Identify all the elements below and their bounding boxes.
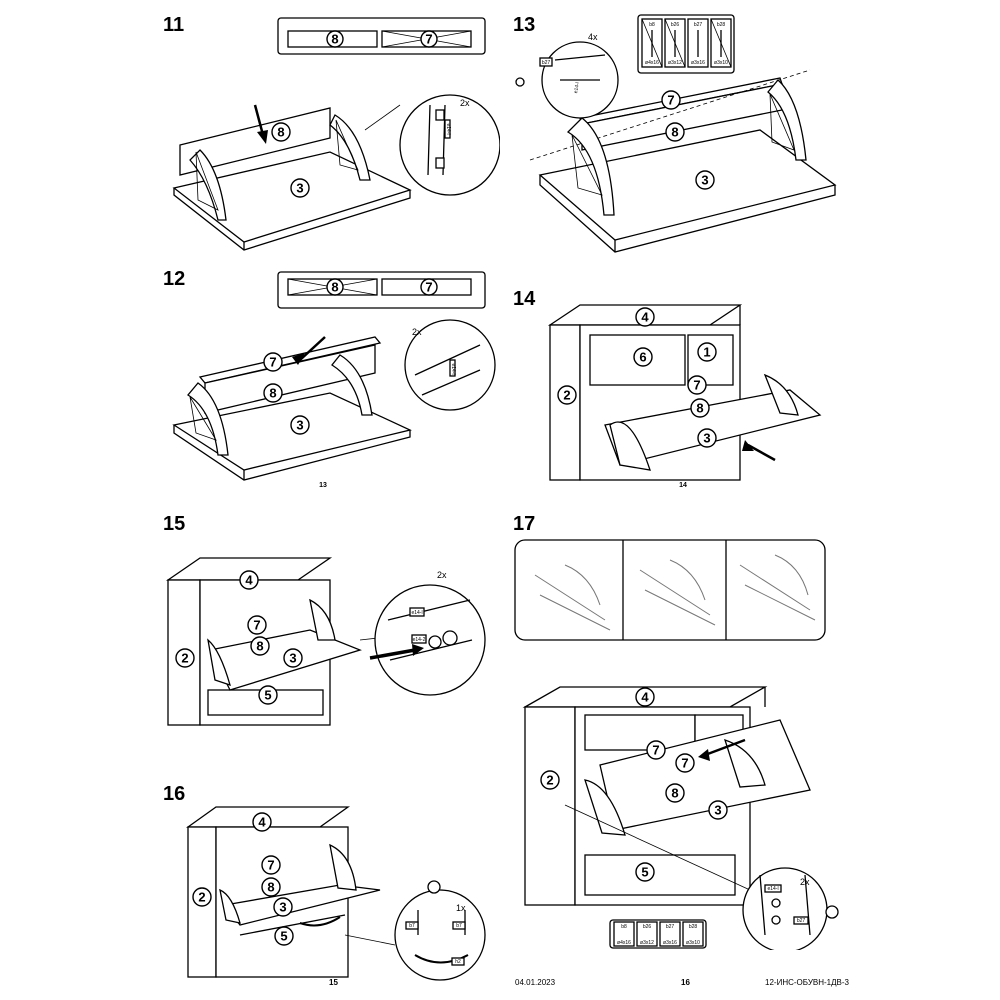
svg-text:8: 8 <box>671 786 678 801</box>
svg-text:6: 6 <box>639 350 646 365</box>
svg-text:b8: b8 <box>621 924 627 930</box>
svg-text:b26: b26 <box>643 924 652 930</box>
step-number-11: 11 <box>163 14 185 36</box>
step-number-14: 14 <box>513 288 536 310</box>
svg-text:b27: b27 <box>694 22 703 28</box>
svg-text:2: 2 <box>198 890 205 905</box>
svg-text:3: 3 <box>279 900 286 915</box>
svg-text:2x: 2x <box>437 570 447 580</box>
svg-text:8: 8 <box>331 280 338 295</box>
svg-text:5: 5 <box>641 865 648 880</box>
step-number-17: 17 <box>513 513 536 535</box>
svg-text:7: 7 <box>681 756 688 771</box>
svg-text:5: 5 <box>264 688 271 703</box>
sub-page-num: 14 <box>679 482 687 489</box>
step-17-illustration: 4 7 7 2 8 3 5 b8 b26 b27 b28 ø4x16 ø3x12… <box>510 535 840 950</box>
step-11-illustration: 8 7 8 3 e14-l 2x <box>160 10 500 260</box>
step-number-15: 15 <box>163 513 186 535</box>
svg-text:3: 3 <box>289 651 296 666</box>
svg-text:2: 2 <box>563 388 570 403</box>
svg-text:8: 8 <box>267 880 274 895</box>
svg-text:4: 4 <box>641 310 649 325</box>
adjustment-sequence <box>514 539 826 641</box>
detail-callout <box>742 867 828 950</box>
svg-text:4x: 4x <box>588 32 598 42</box>
svg-text:2x: 2x <box>412 327 422 337</box>
svg-text:1: 1 <box>703 345 710 360</box>
svg-text:2: 2 <box>181 651 188 666</box>
svg-text:8: 8 <box>269 386 276 401</box>
svg-text:b27: b27 <box>797 918 806 924</box>
step-number-16: 16 <box>163 783 186 805</box>
svg-text:ø3x12: ø3x12 <box>640 940 654 946</box>
legend-label-b: 7 <box>425 32 432 47</box>
svg-text:2: 2 <box>546 773 553 788</box>
svg-text:8: 8 <box>256 639 263 654</box>
svg-text:3: 3 <box>296 418 303 433</box>
svg-text:3: 3 <box>703 431 710 446</box>
hardware-legend: b8 b26 b27 b28 ø4x16 ø3x12 ø3x16 ø3x10 <box>609 919 707 949</box>
svg-text:ø3x12: ø3x12 <box>668 60 682 66</box>
step-15-illustration: 4 7 8 2 3 5 e14-l e14-2 2x <box>160 540 500 750</box>
sub-page-num: 13 <box>319 482 327 489</box>
print-date: 04.01.2023 <box>515 978 556 987</box>
svg-text:e14-l: e14-l <box>445 123 451 134</box>
svg-text:7: 7 <box>269 355 276 370</box>
page-number-right: 16 <box>681 978 690 987</box>
svg-text:3: 3 <box>714 803 721 818</box>
svg-text:b28: b28 <box>689 924 698 930</box>
svg-text:7: 7 <box>425 280 432 295</box>
detail-callout <box>394 889 486 981</box>
step-number-12: 12 <box>163 268 186 290</box>
part-label-8: 8 <box>277 125 284 140</box>
legend-label-a: 8 <box>331 32 338 47</box>
svg-text:ø3x16: ø3x16 <box>663 940 677 946</box>
shoe-flap <box>604 389 822 466</box>
svg-text:ø4x16: ø4x16 <box>617 940 631 946</box>
step-16-illustration: 4 7 8 2 3 5 b7 b7 h2 1x <box>180 795 500 985</box>
page-number-left: 15 <box>329 978 338 987</box>
svg-text:h2: h2 <box>455 959 461 965</box>
callout-qty: 2x <box>460 98 470 108</box>
step-14-illustration: 4 6 1 2 7 8 3 14 <box>540 295 840 495</box>
svg-text:4: 4 <box>641 690 649 705</box>
svg-text:b27: b27 <box>666 924 675 930</box>
step-number-13: 13 <box>513 14 536 36</box>
svg-text:5: 5 <box>280 929 287 944</box>
svg-text:e14-l: e14-l <box>450 363 456 374</box>
svg-text:ø4x16: ø4x16 <box>645 60 659 66</box>
part-label-3: 3 <box>296 181 303 196</box>
svg-text:1x: 1x <box>456 903 466 913</box>
svg-text:ø3x10: ø3x10 <box>714 60 728 66</box>
svg-text:ø3x10: ø3x10 <box>686 940 700 946</box>
svg-text:7: 7 <box>652 743 659 758</box>
svg-text:b7: b7 <box>456 923 462 929</box>
svg-text:b26: b26 <box>671 22 680 28</box>
back-board <box>179 107 331 176</box>
svg-text:4: 4 <box>258 815 266 830</box>
detail-callout <box>399 94 500 196</box>
hardware-legend: b8 b26 b27 b28 ø4x16 ø3x12 ø3x16 ø3x10 <box>637 14 735 74</box>
svg-text:b7: b7 <box>409 923 415 929</box>
svg-text:7: 7 <box>693 378 700 393</box>
svg-text:e14-2: e14-2 <box>413 637 426 643</box>
svg-text:b27: b27 <box>542 60 551 66</box>
svg-text:e14-l: e14-l <box>411 610 422 616</box>
svg-text:b28: b28 <box>717 22 726 28</box>
svg-text:8: 8 <box>696 401 703 416</box>
svg-text:7: 7 <box>253 618 260 633</box>
svg-text:7: 7 <box>667 93 674 108</box>
svg-text:3: 3 <box>701 173 708 188</box>
svg-text:b8: b8 <box>649 22 655 28</box>
svg-text:e14-l: e14-l <box>573 82 581 94</box>
document-code: 12-ИНС-ОБУВН-1ДВ-3 <box>765 978 849 987</box>
svg-text:2x: 2x <box>800 877 810 887</box>
svg-text:4: 4 <box>245 573 253 588</box>
svg-text:7: 7 <box>267 858 274 873</box>
step-12-illustration: 8 7 7 8 3 e14-l 2x 13 <box>160 265 500 495</box>
step-13-illustration: b8 b26 b27 b28 ø4x16 ø3x12 ø3x16 ø3x10 7… <box>510 10 850 260</box>
svg-text:ø3x16: ø3x16 <box>691 60 705 66</box>
svg-text:e14-l: e14-l <box>767 886 778 892</box>
svg-text:8: 8 <box>671 125 678 140</box>
